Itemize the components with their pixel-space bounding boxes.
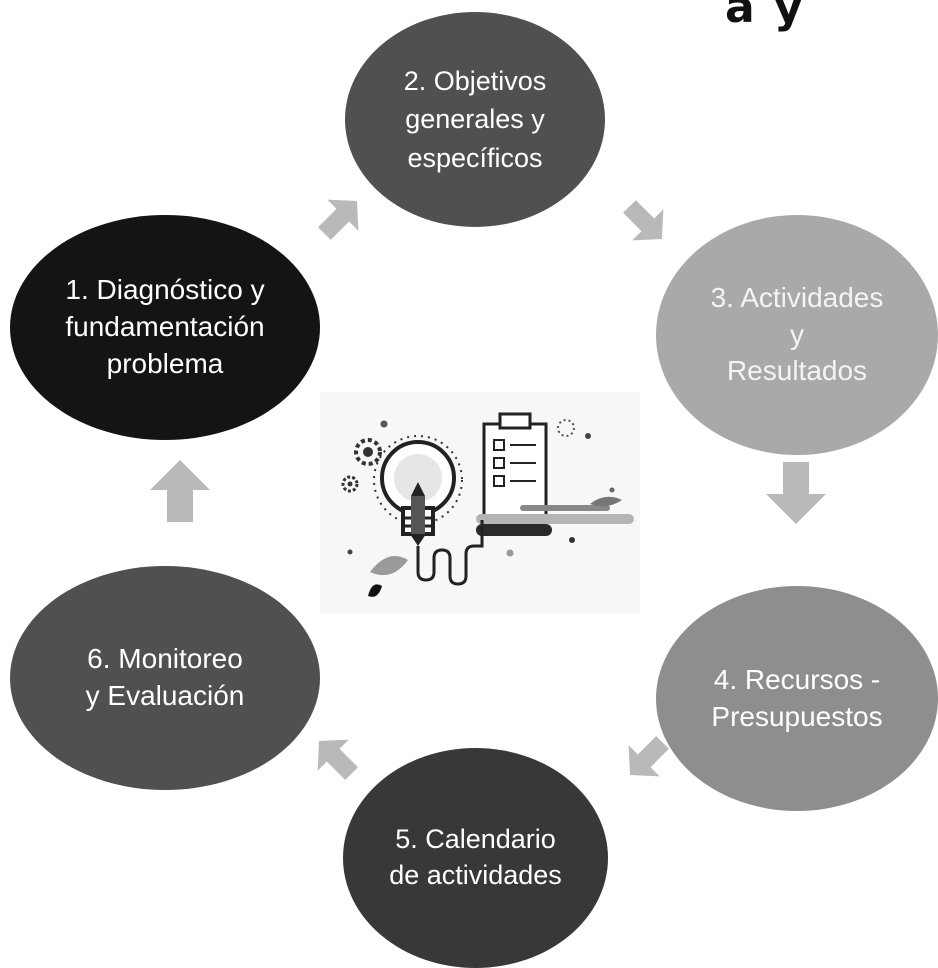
step-5-node: 5. Calendario de actividades [343, 748, 608, 968]
step-6-node: 6. Monitoreo y Evaluación [10, 566, 320, 790]
step-6-label: 6. Monitoreo y Evaluación [85, 643, 245, 711]
step-3-label: 3. Actividades y Resultados [710, 281, 884, 387]
deco-bar-3 [476, 524, 552, 536]
step-2-node: 2. Objetivos generales y específicos [345, 12, 605, 227]
dotted-circle-icon [557, 419, 575, 437]
arrow-3-to-4-icon [766, 462, 826, 524]
small-gear-icon [341, 475, 359, 493]
step-3-node: 3. Actividades y Resultados [656, 215, 938, 455]
pencil-icon [411, 482, 425, 534]
header-fragment: a y [725, 0, 805, 33]
gear-icon [354, 438, 382, 466]
arrow-2-to-3-icon [623, 200, 664, 241]
dot-5 [347, 549, 353, 555]
dot-3 [569, 537, 575, 543]
step-2-label: 2. Objetivos generales y específicos [403, 66, 547, 173]
bulb-dotted-ring [373, 435, 463, 525]
dot-1 [380, 420, 388, 428]
dot-2 [585, 433, 591, 439]
arrow-5-to-6-icon [317, 739, 358, 780]
step-4-label: 4. Recursos - Presupuestos [711, 663, 883, 732]
step-1-label: 1. Diagnóstico y fundamentación problema [65, 274, 265, 379]
squiggle-line [416, 520, 484, 586]
small-leaf-icon [368, 584, 382, 597]
arrow-1-to-2-icon [318, 199, 359, 240]
deco-bar-1 [476, 514, 634, 524]
arrow-6-to-1-icon [150, 460, 210, 522]
step-1-node: 1. Diagnóstico y fundamentación problema [10, 215, 320, 440]
dot-4 [506, 549, 514, 557]
deco-bar-2 [520, 505, 610, 511]
illustration-backdrop [320, 392, 640, 614]
arrow-4-to-5-icon [628, 736, 669, 777]
dot-6 [609, 487, 615, 493]
step-4-node: 4. Recursos - Presupuestos [656, 586, 938, 811]
leaf-icon [590, 496, 622, 507]
step-5-label: 5. Calendario de actividades [389, 824, 562, 890]
feather-icon [370, 556, 408, 576]
